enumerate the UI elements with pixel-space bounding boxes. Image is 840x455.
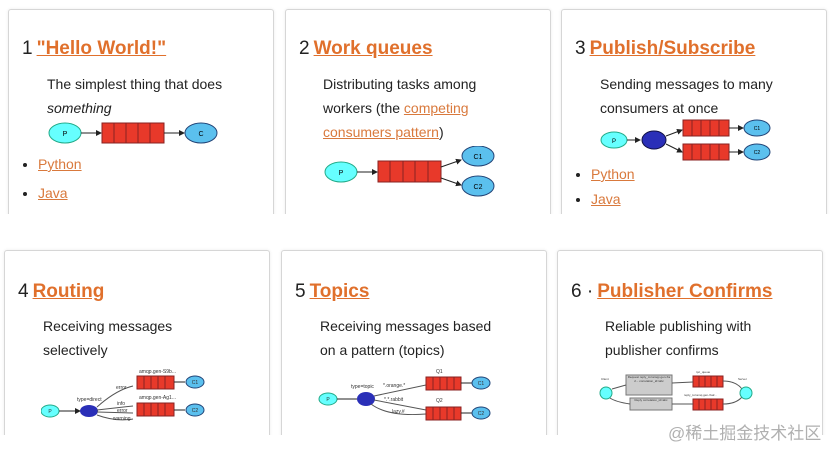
consumer-2-node — [743, 143, 771, 161]
publisher-confirms-link[interactable]: Publisher Confirms — [597, 281, 773, 302]
svg-text:P: P — [612, 139, 616, 145]
routing-link[interactable]: Routing — [32, 281, 105, 302]
svg-text:error: error — [116, 385, 127, 391]
consumer-label: C — [198, 131, 203, 138]
row-gap — [0, 214, 840, 248]
queue-2 — [682, 143, 730, 161]
card-title: 6 ·Publisher Confirms — [571, 281, 773, 302]
publisher-confirms-diagram: Client Request reply_to=amqp.gen-Xa2... … — [599, 370, 753, 411]
language-list: Python Java — [21, 150, 82, 208]
competing-consumers-link[interactable]: competing consumers pattern — [323, 100, 469, 140]
language-list: Python Java — [574, 162, 635, 212]
pubsub-diagram: P X C1 C2 — [600, 119, 771, 161]
svg-text:P: P — [48, 409, 52, 415]
svg-text:X: X — [652, 139, 656, 145]
svg-text:amqp.gen-S9b...: amqp.gen-S9b... — [139, 369, 176, 375]
queue — [377, 160, 442, 183]
svg-text:*.*.rabbit: *.*.rabbit — [384, 397, 404, 403]
svg-text:P: P — [339, 170, 344, 177]
svg-text:C2: C2 — [192, 408, 199, 414]
reply-box-label: Reply correlation_id=abc — [634, 398, 668, 402]
consumer-node — [184, 122, 218, 144]
card-description: Sending messages to many consumers at on… — [600, 76, 773, 116]
consumer-1-node — [461, 146, 495, 167]
consumer-2-node — [461, 175, 495, 197]
svg-text:*.orange.*: *.orange.* — [383, 383, 405, 389]
svg-text:reply_to=amq.gen-Xa2...: reply_to=amq.gen-Xa2... — [684, 393, 717, 397]
hello-world-link[interactable]: "Hello World!" — [36, 38, 167, 59]
svg-text:type=direct: type=direct — [77, 397, 102, 403]
request-box-label: Request reply_to=amqp.gen-Xa2... correla… — [627, 375, 671, 383]
svg-text:rpc_queue: rpc_queue — [696, 370, 711, 374]
java-link[interactable]: Java — [591, 191, 621, 207]
tutorial-card-1: 1"Hello World!" The simplest thing that … — [8, 9, 274, 224]
svg-text:type=topic: type=topic — [351, 384, 374, 390]
svg-text:Q2: Q2 — [436, 398, 443, 404]
svg-text:info: info — [117, 401, 125, 407]
queue — [101, 122, 165, 144]
bottom-fade — [0, 435, 840, 455]
svg-text:C1: C1 — [192, 380, 199, 386]
python-link[interactable]: Python — [38, 156, 82, 172]
tutorial-card-6: 6 ·Publisher Confirms Reliable publishin… — [557, 250, 823, 450]
svg-text:Server: Server — [738, 377, 747, 381]
svg-text:C1: C1 — [474, 154, 483, 161]
producer-label: P — [63, 131, 68, 138]
svg-text:C2: C2 — [478, 411, 485, 417]
svg-text:Q1: Q1 — [436, 369, 443, 375]
card-title: 1"Hello World!" — [22, 38, 167, 59]
queue-1 — [682, 119, 730, 137]
svg-text:C1: C1 — [754, 126, 761, 132]
svg-text:error: error — [117, 408, 128, 414]
svg-text:P: P — [326, 397, 330, 403]
exchange-node — [641, 130, 667, 150]
consumer-1-node — [743, 119, 771, 137]
python-link[interactable]: Python — [591, 166, 635, 182]
card-description: Receiving messages based on a pattern (t… — [320, 318, 492, 358]
card-description: Receiving messages selectively — [43, 318, 173, 358]
svg-text:C2: C2 — [754, 150, 761, 156]
card-description: Reliable publishing with publisher confi… — [605, 318, 752, 358]
card-description: Distributing tasks among workers (the co… — [323, 76, 477, 140]
svg-text:C2: C2 — [474, 184, 483, 191]
svg-text:amqp.gen-Ag1...: amqp.gen-Ag1... — [139, 395, 176, 401]
watermark: @稀土掘金技术社区 — [668, 424, 822, 443]
routing-diagram: P type=direct error info error warning a… — [41, 369, 205, 422]
topics-diagram: P type=topic *.orange.* *.*.rabbit lazy.… — [318, 369, 491, 421]
publish-subscribe-link[interactable]: Publish/Subscribe — [589, 38, 756, 59]
work-queues-link[interactable]: Work queues — [313, 38, 433, 59]
svg-text:lazy.#: lazy.# — [392, 409, 405, 415]
topics-link[interactable]: Topics — [309, 281, 370, 302]
svg-text:warning: warning — [113, 416, 131, 422]
hello-world-diagram: P C — [48, 122, 218, 144]
svg-text:C1: C1 — [478, 381, 485, 387]
svg-text:Client: Client — [601, 377, 609, 381]
java-link[interactable]: Java — [38, 185, 68, 201]
work-queues-diagram: P C1 C2 — [324, 146, 495, 197]
